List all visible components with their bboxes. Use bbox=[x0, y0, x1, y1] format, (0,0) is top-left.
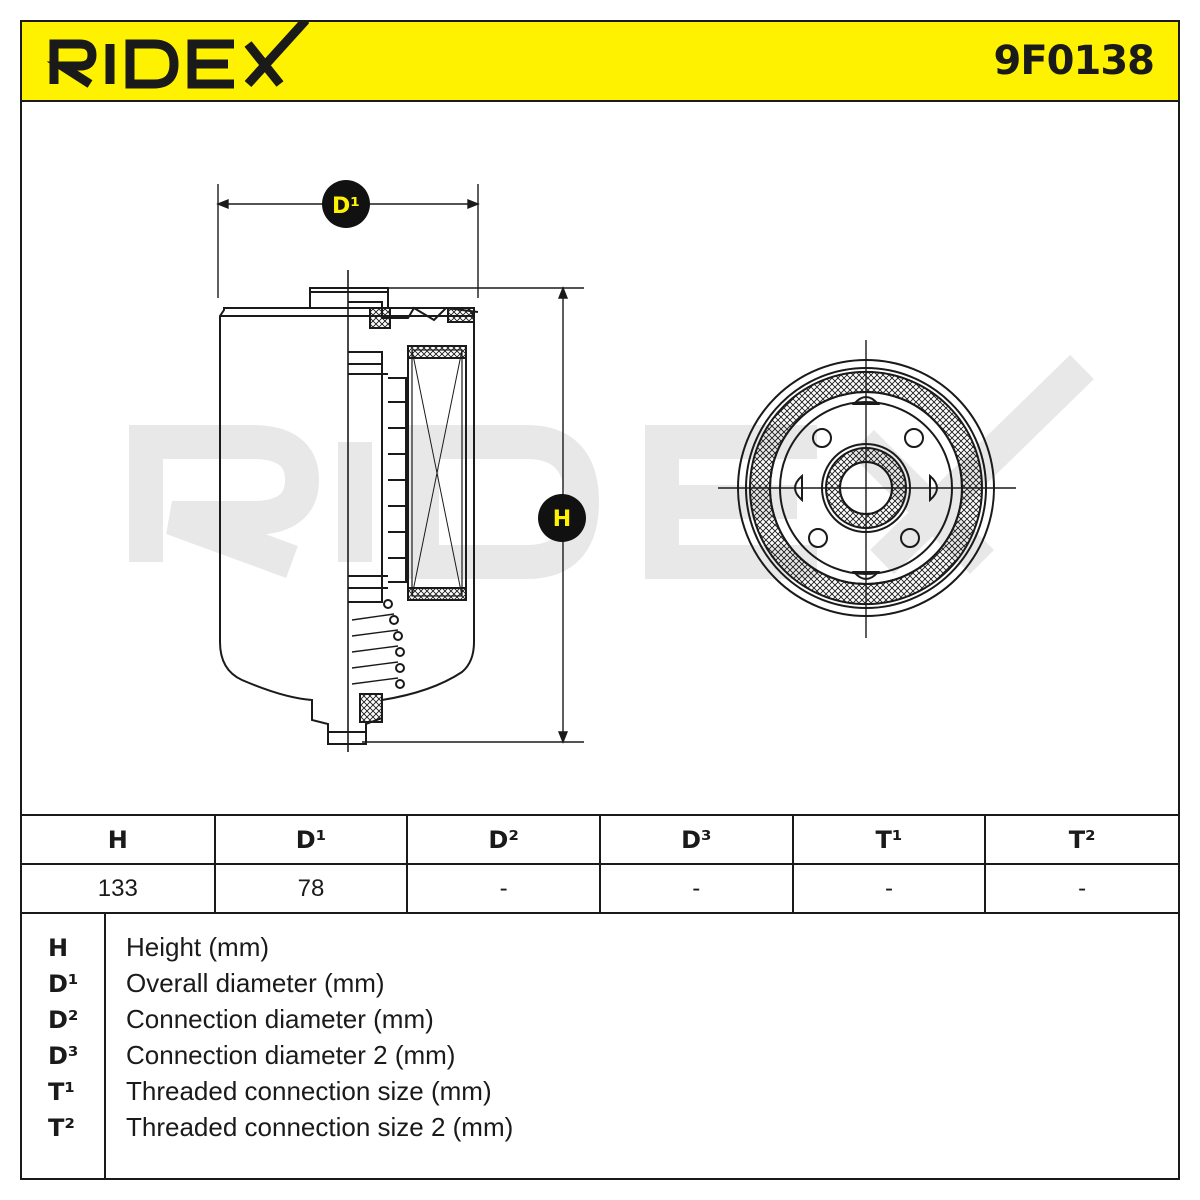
legend-symbol: H bbox=[48, 934, 69, 962]
legend-symbol: D¹ bbox=[48, 970, 79, 998]
part-number: 9F0138 bbox=[993, 38, 1155, 84]
ridex-logo bbox=[46, 22, 309, 89]
legend-symbol: T² bbox=[48, 1114, 75, 1142]
table-header-cell: D² bbox=[406, 814, 601, 865]
table-row: 133 78 - - - - bbox=[22, 863, 1178, 914]
legend-description: Height (mm) bbox=[126, 932, 270, 962]
table-header-cell: H bbox=[22, 814, 216, 865]
header-bar: 9F0138 bbox=[22, 22, 1178, 102]
table-cell: - bbox=[791, 863, 987, 914]
table-header-cell: D³ bbox=[598, 814, 794, 865]
legend-description: Threaded connection size (mm) bbox=[126, 1076, 492, 1106]
dimensions-table: H D¹ D² D³ T¹ T² 133 78 - - - - bbox=[22, 814, 1178, 914]
legend-symbol: D³ bbox=[48, 1042, 79, 1070]
h-badge-label: H bbox=[553, 507, 571, 532]
table-header-row: H D¹ D² D³ T¹ T² bbox=[22, 814, 1178, 865]
table-cell: 133 bbox=[22, 863, 216, 914]
table-cell: - bbox=[598, 863, 794, 914]
legend-description: Connection diameter 2 (mm) bbox=[126, 1040, 456, 1070]
d1-badge-label: D¹ bbox=[332, 194, 360, 219]
h-badge: H bbox=[538, 494, 586, 542]
legend-symbol: D² bbox=[48, 1006, 79, 1034]
table-cell: 78 bbox=[213, 863, 409, 914]
legend-item: D³ Connection diameter 2 (mm) bbox=[22, 1038, 1178, 1074]
legend-item: D¹ Overall diameter (mm) bbox=[22, 966, 1178, 1002]
legend-description: Threaded connection size 2 (mm) bbox=[126, 1112, 514, 1142]
table-cell: - bbox=[406, 863, 601, 914]
table-header-cell: T² bbox=[984, 814, 1178, 865]
legend-description: Connection diameter (mm) bbox=[126, 1004, 434, 1034]
legend-item: T¹ Threaded connection size (mm) bbox=[22, 1074, 1178, 1110]
legend-symbol: T¹ bbox=[48, 1078, 75, 1106]
filter-side-view bbox=[219, 270, 479, 752]
product-sheet: 9F0138 bbox=[20, 20, 1180, 1180]
filter-top-view bbox=[718, 340, 1016, 638]
legend: H Height (mm) D¹ Overall diameter (mm) D… bbox=[22, 912, 1178, 1178]
legend-item: D² Connection diameter (mm) bbox=[22, 1002, 1178, 1038]
table-header-cell: T¹ bbox=[791, 814, 987, 865]
legend-item: T² Threaded connection size 2 (mm) bbox=[22, 1110, 1178, 1146]
legend-item: H Height (mm) bbox=[22, 930, 1178, 966]
d1-badge: D¹ bbox=[322, 180, 370, 228]
table-header-cell: D¹ bbox=[213, 814, 409, 865]
legend-divider bbox=[104, 912, 106, 1178]
table-cell: - bbox=[984, 863, 1178, 914]
ridex-watermark bbox=[129, 354, 1094, 579]
technical-drawing: D¹ H bbox=[22, 102, 1178, 814]
legend-description: Overall diameter (mm) bbox=[126, 968, 385, 998]
